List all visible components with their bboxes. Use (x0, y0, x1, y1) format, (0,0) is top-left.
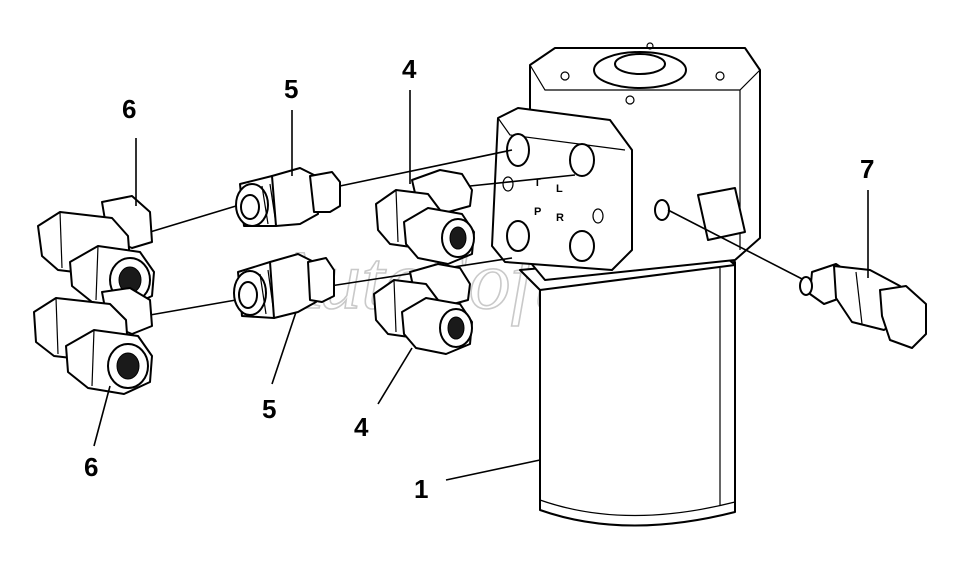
leader-4-bottom (377, 347, 413, 405)
side-port (654, 199, 670, 221)
port-label-t: T (534, 177, 541, 189)
callout-5-bottom: 5 (262, 394, 276, 424)
callout-5-top: 5 (284, 74, 298, 104)
callout-7: 7 (860, 154, 874, 184)
callout-6-top: 6 (122, 94, 136, 124)
port-hole-lower-right (569, 230, 595, 262)
leader-5-bottom (271, 311, 297, 385)
part-4-swivel-elbow-bottom (373, 263, 473, 355)
part-1-steering-unit: T L P R (491, 42, 761, 527)
leader-1 (445, 459, 541, 481)
part-7-plug (799, 263, 927, 349)
port-hole-lower-left (506, 220, 530, 252)
callout-numbers: 6 6 5 5 4 4 1 7 (84, 54, 874, 504)
port-label-l: L (556, 183, 563, 195)
leader-lines (93, 90, 869, 481)
port-hole-upper-right (569, 143, 595, 177)
part-4-swivel-elbow-top (375, 169, 475, 265)
side-tab (697, 187, 746, 241)
cylinder-body (539, 261, 736, 527)
callout-1: 1 (414, 474, 428, 504)
port-label-r: R (556, 212, 564, 224)
port-label-p: P (534, 206, 541, 218)
callout-4-top: 4 (402, 54, 417, 84)
leader-6-bottom (93, 385, 111, 447)
part-5-adapter-top (235, 167, 341, 227)
part-5-adapter-bottom (233, 253, 335, 319)
callout-4-bottom: 4 (354, 412, 369, 442)
callout-6-bottom: 6 (84, 452, 98, 482)
port-hole-upper-left (506, 133, 530, 167)
part-6-elbow-fitting-bottom (33, 287, 153, 395)
